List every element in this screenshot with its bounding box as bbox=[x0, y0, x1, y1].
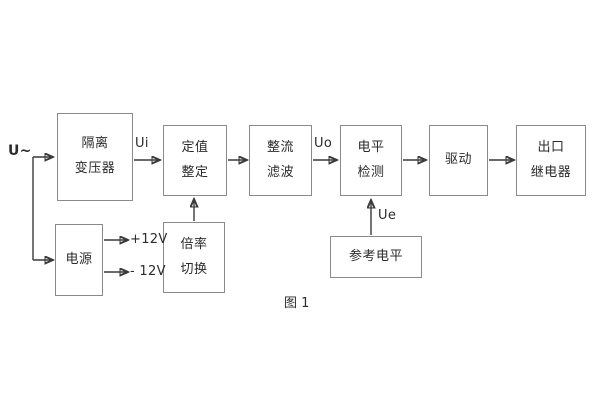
block-driver[interactable]: 驱动 bbox=[429, 125, 488, 196]
block-reference-level-line1: 参考电平 bbox=[348, 248, 403, 264]
block-power-supply[interactable]: 电源 bbox=[55, 224, 103, 296]
block-reference-level[interactable]: 参考电平 bbox=[330, 236, 422, 278]
block-isolation-transformer-line2: 变压器 bbox=[74, 161, 116, 176]
block-multiplier-switch-line1: 倍率 bbox=[180, 236, 208, 252]
block-output-relay[interactable]: 出口 继电器 bbox=[516, 125, 586, 196]
block-setting-value-line2: 整定 bbox=[181, 164, 209, 180]
block-driver-line1: 驱动 bbox=[444, 152, 472, 168]
block-output-relay-line1: 出口 bbox=[537, 139, 565, 155]
figure-caption: 图 1 bbox=[284, 296, 310, 311]
block-rectifier-filter[interactable]: 整流 滤波 bbox=[249, 125, 312, 196]
label-ue: Ue bbox=[378, 208, 397, 223]
block-isolation-transformer-line1: 隔离 bbox=[81, 136, 109, 152]
label-rail-negative: - 12V bbox=[130, 264, 166, 279]
block-level-detection-line1: 电平 bbox=[357, 139, 385, 155]
label-input-source: U~ bbox=[8, 143, 32, 159]
block-level-detection-line2: 检测 bbox=[357, 164, 385, 180]
block-power-supply-line1: 电源 bbox=[65, 251, 93, 267]
label-uo: Uo bbox=[314, 136, 333, 151]
block-setting-value[interactable]: 定值 整定 bbox=[163, 125, 227, 196]
block-rectifier-filter-line1: 整流 bbox=[266, 139, 294, 155]
label-rail-positive: +12V bbox=[130, 232, 168, 247]
label-ui: Ui bbox=[135, 136, 149, 151]
block-rectifier-filter-line2: 滤波 bbox=[266, 164, 294, 180]
block-isolation-transformer[interactable]: 隔离 变压器 bbox=[57, 113, 133, 201]
block-level-detection[interactable]: 电平 检测 bbox=[340, 125, 402, 196]
block-output-relay-line2: 继电器 bbox=[530, 164, 572, 180]
block-multiplier-switch-line2: 切换 bbox=[180, 261, 208, 277]
block-setting-value-line1: 定值 bbox=[181, 139, 209, 155]
block-multiplier-switch[interactable]: 倍率 切换 bbox=[163, 222, 225, 293]
